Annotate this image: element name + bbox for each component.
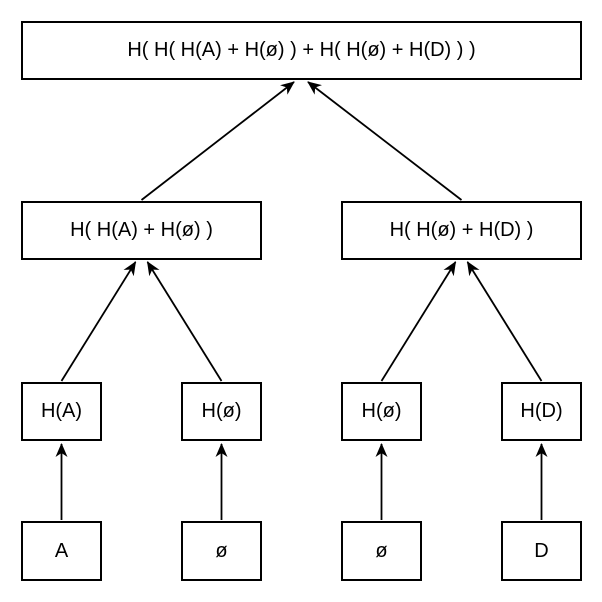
node-hash-a: H(A) [21,382,102,441]
edge-hash-empty1-to-internal-left [146,261,223,382]
node-hash-d: H(D) [501,382,582,441]
edge-internal-right-to-root [307,81,463,201]
node-root-hash: H( H( H(A) + H(ø) ) + H( H(ø) + H(D) ) ) [21,21,582,80]
node-leaf-a: A [21,521,102,581]
node-internal-hash-right: H( H(ø) + H(D) ) [341,201,582,260]
node-hash-empty1: H(ø) [181,382,262,441]
node-internal-hash-left: H( H(A) + H(ø) ) [21,201,262,260]
edge-hash-empty2-to-internal-right [380,261,457,382]
node-leaf-empty2: ø [341,521,422,581]
edge-hash-d-to-internal-right [466,261,543,382]
edge-internal-left-to-root [140,81,295,201]
node-leaf-empty1: ø [181,521,262,581]
node-leaf-d: D [501,521,582,581]
edge-hash-a-to-internal-left [60,261,137,382]
node-hash-empty2: H(ø) [341,382,422,441]
